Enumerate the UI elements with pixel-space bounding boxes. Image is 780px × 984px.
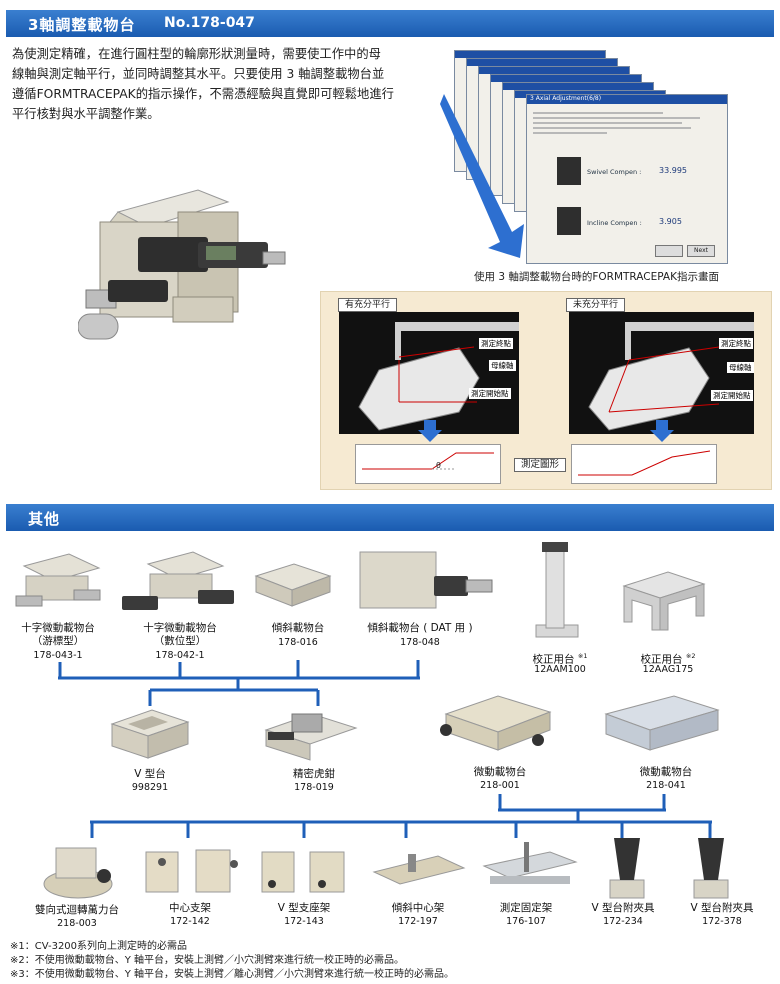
footnote: ※2：不使用微動載物台、Y 軸平台，安裝上測臂／小穴測臂來進行統一校正時的必需品… xyxy=(10,955,405,966)
product-name: 校正用台 ※1 xyxy=(532,652,588,666)
intro-line: 平行核對與水平調整作業。 xyxy=(12,107,160,121)
swivel-label: Swivel Compen : xyxy=(587,168,642,176)
product-code: 178-019 xyxy=(294,782,334,793)
product-name: V 型台 xyxy=(134,768,166,780)
product-image-center-support xyxy=(145,849,238,893)
product-image-tilt-center xyxy=(372,854,466,885)
tag-parallel: 有充分平行 xyxy=(338,298,398,312)
connector-lines-lower xyxy=(90,794,712,838)
intro-line: 線軸與測定軸平行，並同時調整其水平。只要使用 3 軸調整載物台並 xyxy=(12,67,385,81)
product-code: 12AAM100 xyxy=(534,664,586,675)
product-code: 218-003 xyxy=(57,918,97,929)
footnote: ※3：不使用微動載物台、Y 軸平台，安裝上測臂／離心測臂／小穴測臂來進行統一校正… xyxy=(10,969,455,980)
product-code: 172-142 xyxy=(170,916,210,927)
product-code: 178-043-1 xyxy=(33,650,83,661)
parallel-diagram-panel: 有充分平行 未充分平行 測定終點 母線軸 測定開始點 測定終點 母線軸 測定開始… xyxy=(320,291,772,490)
product-name: 十字微動載物台（游標型） xyxy=(21,622,95,647)
product-name: V 型台附夾具 xyxy=(690,902,754,914)
screenshot-caption: 使用 3 軸調整載物台時的FORMTRACEPAK指示畫面 xyxy=(474,271,719,283)
product-image-v-block-clamp-1 xyxy=(609,838,645,899)
product-image-v-block-clamp-2 xyxy=(693,838,729,899)
arrow-icon xyxy=(440,94,524,258)
product-image-cross-stage-digital xyxy=(122,551,234,610)
intro-text: 為使測定精確，在進行圓柱型的輪廓形狀測量時，需要使工作中的母 線軸與測定軸平行，… xyxy=(12,44,424,124)
label-end-point-2: 測定終點 xyxy=(719,338,753,349)
product-code: 172-143 xyxy=(284,916,324,927)
next-button: Next xyxy=(687,245,715,257)
product-number: No.178-047 xyxy=(164,15,255,31)
product-name: 十字微動載物台（數位型） xyxy=(143,622,217,647)
three-axis-stage-image xyxy=(78,189,286,340)
product-image-measuring-fixture xyxy=(482,842,578,884)
section2-banner: 其他 xyxy=(6,504,774,531)
product-name: 微動載物台 xyxy=(639,766,693,778)
page-title: 3軸調整載物台 xyxy=(28,16,136,34)
figure-label: 測定圖形 xyxy=(514,458,567,472)
theta-label: θ xyxy=(436,461,441,470)
active-dialog: 3 Axial Adjustment(6/8) Swivel Compen : … xyxy=(526,94,728,264)
product-code: 218-001 xyxy=(480,780,520,791)
software-screenshot-stack: 3 Axial Adjustment(6/8) Swivel Compen : … xyxy=(440,50,740,270)
down-arrow-icon xyxy=(418,420,442,442)
down-arrow-icon xyxy=(650,420,674,442)
product-code: 998291 xyxy=(131,782,169,793)
section2-title: 其他 xyxy=(28,510,61,528)
product-image-v-support xyxy=(261,851,345,893)
product-name: 傾斜載物台 xyxy=(271,622,325,634)
product-name: 精密虎鉗 xyxy=(293,768,335,780)
incline-value: 3.905 xyxy=(659,217,682,226)
product-name: V 型支座架 xyxy=(277,902,331,914)
product-name: 測定固定架 xyxy=(499,902,553,914)
swivel-value: 33.995 xyxy=(659,166,687,175)
product-name: 校正用台 ※2 xyxy=(640,652,696,666)
product-image-v-block xyxy=(110,709,190,759)
product-name: 傾斜中心架 xyxy=(391,902,445,914)
label-end-point: 測定終點 xyxy=(479,338,513,349)
intro-line: 遵循FORMTRACEPAK的指示操作，不需憑經驗與直覺即可輕鬆地進行 xyxy=(12,87,394,101)
product-code: 172-234 xyxy=(603,916,643,927)
product-name: 雙向式迴轉萬力台 xyxy=(35,904,119,916)
product-name: V 型台附夾具 xyxy=(591,902,655,914)
product-code: 178-048 xyxy=(400,637,440,648)
product-code: 12AAG175 xyxy=(642,664,694,675)
product-image-fine-stage-2 xyxy=(604,695,720,751)
graph-not-parallel xyxy=(571,444,717,484)
dialog-title: 3 Axial Adjustment(6/8) xyxy=(530,95,602,102)
product-code: 172-378 xyxy=(702,916,742,927)
product-code: 218-041 xyxy=(646,780,686,791)
product-name: 傾斜載物台 ( DAT 用 ) xyxy=(367,622,473,634)
label-generatrix: 母線軸 xyxy=(489,360,516,371)
footnote: ※1：CV-3200系列向上測定時的必需品 xyxy=(10,941,188,952)
product-code: 172-197 xyxy=(398,916,438,927)
product-image-rotary-vise xyxy=(43,847,113,899)
product-image-calibration-stand-1 xyxy=(535,542,579,638)
product-code: 178-042-1 xyxy=(155,650,205,661)
tag-not-parallel: 未充分平行 xyxy=(566,298,626,312)
stage-icon-2 xyxy=(557,207,581,235)
intro-line: 為使測定精確，在進行圓柱型的輪廓形狀測量時，需要使工作中的母 xyxy=(12,47,381,61)
product-code: 178-016 xyxy=(278,637,318,648)
stage-icon-1 xyxy=(557,157,581,185)
product-image-calibration-stand-2 xyxy=(622,571,706,631)
label-start-point: 測定開始點 xyxy=(469,388,511,399)
connector-lines-upper xyxy=(58,660,420,706)
footnotes: ※1：CV-3200系列向上測定時的必需品 ※2：不使用微動載物台、Y 軸平台，… xyxy=(10,940,454,982)
screen-not-parallel: 測定終點 母線軸 測定開始點 xyxy=(569,312,754,434)
product-image-cross-stage-vernier xyxy=(15,553,101,607)
header-banner: 3軸調整載物台 No.178-047 xyxy=(6,10,774,37)
incline-label: Incline Compen : xyxy=(587,219,642,227)
product-name: 中心支架 xyxy=(169,902,211,914)
product-code: 176-107 xyxy=(506,916,546,927)
product-image-fine-stage-1 xyxy=(440,695,552,751)
product-image-tilt-stage-dat xyxy=(359,551,493,609)
product-image-tilt-stage xyxy=(254,563,332,607)
product-name: 微動載物台 xyxy=(473,766,527,778)
product-image-precision-vise xyxy=(264,713,358,761)
screen-parallel: 測定終點 母線軸 測定開始點 xyxy=(339,312,519,434)
label-start-point-2: 測定開始點 xyxy=(711,390,753,401)
label-generatrix-2: 母線軸 xyxy=(727,362,754,373)
graph-parallel: θ xyxy=(355,444,501,484)
